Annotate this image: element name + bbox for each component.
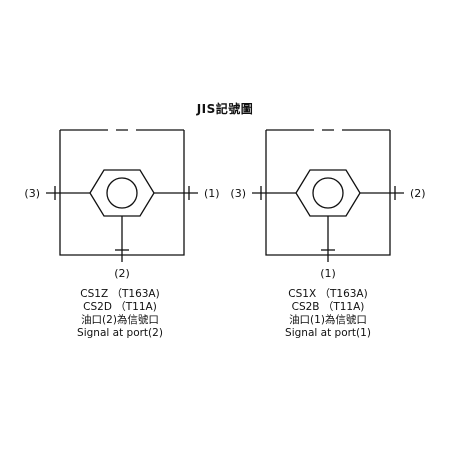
- caption-right: CS1X （T163A) CS2B （T11A) 油口(1)為信號口 Signa…: [253, 288, 403, 340]
- caption-right-model-1: CS1X （T163A): [288, 288, 368, 300]
- hexagon-body: [89, 169, 155, 217]
- caption-right-signal-cn: 油口(1)為信號口: [289, 314, 367, 326]
- diagram-title: JIS記號圖: [196, 102, 254, 116]
- port-label-left: (3): [230, 187, 246, 200]
- port-label-bottom: (1): [320, 267, 336, 280]
- port-label-bottom: (2): [114, 267, 130, 280]
- caption-left-model-2: CS2D （T11A): [83, 301, 157, 313]
- caption-left-model-1: CS1Z （T163A): [80, 288, 160, 300]
- inner-circle: [106, 177, 138, 209]
- hexagon-body: [295, 169, 361, 217]
- caption-right-signal-en: Signal at port(1): [285, 327, 371, 339]
- caption-left-signal-en: Signal at port(2): [77, 327, 163, 339]
- inner-circle: [312, 177, 344, 209]
- port-label-right: (1): [204, 187, 220, 200]
- symbol-left: (3) (1) (2): [24, 129, 220, 280]
- caption-right-model-2: CS2B （T11A): [291, 301, 365, 313]
- port-label-left: (3): [24, 187, 40, 200]
- caption-left: CS1Z （T163A) CS2D （T11A) 油口(2)為信號口 Signa…: [45, 288, 195, 340]
- caption-left-signal-cn: 油口(2)為信號口: [81, 314, 159, 326]
- port-label-right: (2): [410, 187, 426, 200]
- symbol-right: (3) (2) (1): [230, 129, 426, 280]
